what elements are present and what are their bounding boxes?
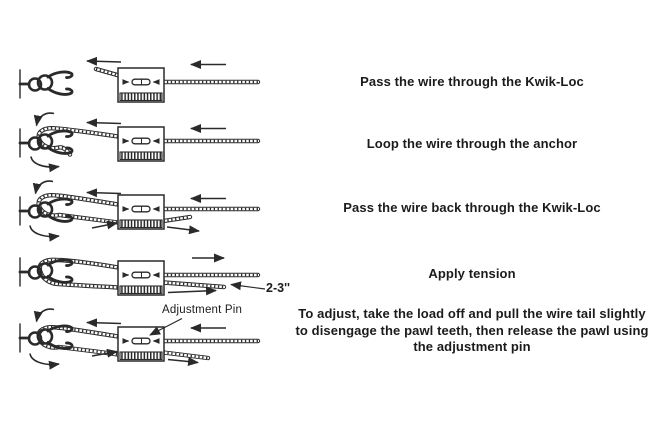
wire-rope [163, 215, 191, 223]
curve-arrow [32, 180, 54, 195]
tail-length-label: 2-3'' [266, 281, 291, 295]
direction-arrow [91, 220, 118, 230]
step-4-figure [18, 253, 266, 296]
direction-arrow [166, 225, 200, 235]
step-3-figure [18, 180, 261, 242]
step-1-caption: Pass the wire through the Kwik-Loc [360, 74, 584, 89]
wire-rope [95, 67, 120, 77]
adjustment-pin-label: Adjustment Pin [162, 304, 243, 316]
wire-rope [162, 281, 226, 289]
direction-arrow [91, 348, 118, 358]
kwik-loc-device [118, 68, 164, 102]
direction-arrow [167, 357, 199, 366]
step-4-caption: Apply tension [428, 266, 516, 281]
step-1-figure [18, 56, 261, 102]
direction-arrow [86, 318, 122, 328]
kwik-loc-device [118, 127, 164, 161]
wire-rope [162, 351, 210, 360]
tail-length-leader-arrow [230, 281, 266, 291]
step-3-caption: Pass the wire back through the Kwik-Loc [343, 200, 601, 215]
kwik-loc-device [118, 261, 164, 295]
curve-arrow [33, 112, 55, 127]
step-2-figure [18, 112, 261, 173]
adjustment-pin-leader-arrow [149, 317, 183, 336]
curve-arrow [33, 308, 55, 323]
direction-arrow [86, 56, 122, 66]
curve-arrow [30, 156, 60, 173]
direction-arrow [86, 118, 122, 128]
step-5-caption: To adjust, take the load off and pull th… [295, 306, 649, 354]
wire-anchor [18, 68, 74, 100]
step-2-caption: Loop the wire through the anchor [366, 136, 578, 151]
wire-anchor [18, 127, 74, 159]
wire-anchor [18, 195, 74, 227]
kwik-loc-device [118, 327, 164, 361]
kwik-loc-device [118, 195, 164, 229]
direction-arrow [86, 188, 122, 198]
direction-arrow [167, 286, 217, 296]
curve-arrow [29, 353, 60, 370]
step-5-figure [18, 308, 261, 370]
curve-arrow [29, 225, 60, 242]
